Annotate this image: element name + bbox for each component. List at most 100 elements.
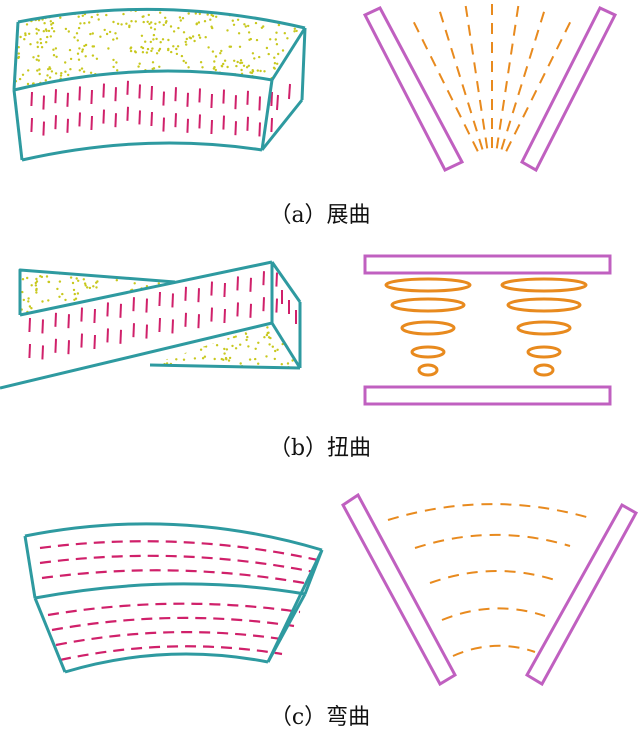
- liquid-crystal-dot: [109, 273, 113, 276]
- liquid-crystal-dot: [27, 69, 30, 72]
- panel-b-twist: （b）扭曲: [0, 254, 612, 461]
- director-dash: [138, 84, 141, 99]
- panel-a-splay: （a）展曲: [12, 0, 618, 228]
- liquid-crystal-dot: [228, 87, 232, 90]
- twist-director-ellipse: [516, 320, 572, 336]
- liquid-crystal-dot: [44, 28, 48, 31]
- liquid-crystal-dot: [148, 316, 150, 318]
- liquid-crystal-dot: [182, 319, 184, 321]
- twist-block-outline: [0, 260, 302, 390]
- liquid-crystal-dot: [40, 46, 44, 49]
- liquid-crystal-dot: [152, 76, 155, 80]
- liquid-crystal-dot: [156, 288, 159, 291]
- liquid-crystal-dot: [40, 0, 42, 2]
- liquid-crystal-dot: [273, 357, 276, 361]
- liquid-crystal-dot: [128, 24, 131, 27]
- twist-director-ellipse: [500, 277, 588, 293]
- liquid-crystal-dot: [281, 17, 284, 20]
- liquid-crystal-dot: [167, 47, 170, 51]
- liquid-crystal-dot: [175, 358, 178, 361]
- liquid-crystal-dot: [38, 72, 41, 76]
- director-dash: [150, 111, 153, 127]
- bend-director-arc: [387, 503, 591, 521]
- liquid-crystal-dot: [28, 32, 31, 35]
- liquid-crystal-dot: [103, 1, 105, 3]
- liquid-crystal-dot: [125, 22, 128, 25]
- liquid-crystal-dot: [169, 77, 173, 81]
- liquid-crystal-dot: [297, 81, 300, 85]
- liquid-crystal-dot: [233, 59, 236, 62]
- liquid-crystal-dot: [199, 328, 202, 332]
- liquid-crystal-dot: [121, 295, 124, 298]
- liquid-crystal-dot: [141, 270, 145, 273]
- liquid-crystal-dot: [167, 353, 170, 356]
- director-dash: [262, 297, 265, 312]
- liquid-crystal-dot: [220, 0, 222, 2]
- director-dash: [102, 109, 105, 124]
- liquid-crystal-dot: [97, 18, 100, 21]
- director-dash: [28, 317, 31, 333]
- bend-director-curve: [47, 602, 301, 617]
- liquid-crystal-dot: [133, 50, 137, 53]
- liquid-crystal-dot: [257, 5, 259, 7]
- director-dash: [119, 303, 122, 318]
- liquid-crystal-dot: [222, 81, 226, 85]
- liquid-crystal-dot: [153, 333, 156, 337]
- liquid-crystal-dot: [259, 69, 262, 73]
- liquid-crystal-dot: [194, 12, 197, 15]
- liquid-crystal-dot: [72, 288, 76, 292]
- liquid-crystal-dot: [80, 67, 84, 70]
- liquid-crystal-dot: [241, 323, 244, 324]
- liquid-crystal-dot: [65, 90, 67, 92]
- liquid-crystal-dot: [188, 319, 190, 321]
- liquid-crystal-dot: [30, 14, 33, 17]
- liquid-crystal-dot: [207, 46, 210, 49]
- liquid-crystal-dot: [215, 344, 219, 347]
- liquid-crystal-dot: [158, 65, 161, 69]
- liquid-crystal-dot: [25, 23, 29, 26]
- liquid-crystal-dot: [177, 26, 180, 30]
- liquid-crystal-dot: [176, 45, 180, 48]
- liquid-crystal-dot: [90, 15, 94, 19]
- liquid-crystal-dot: [36, 45, 39, 49]
- liquid-crystal-dot: [86, 286, 89, 289]
- liquid-crystal-dot: [247, 345, 250, 348]
- liquid-crystal-dot: [267, 52, 270, 56]
- liquid-crystal-dot: [188, 36, 191, 39]
- liquid-crystal-dot: [169, 25, 173, 28]
- liquid-crystal-dot: [231, 323, 234, 326]
- liquid-crystal-dot: [275, 31, 278, 34]
- liquid-crystal-dot: [204, 36, 207, 39]
- liquid-crystal-dot: [135, 316, 137, 318]
- liquid-crystal-dot: [17, 46, 20, 49]
- liquid-crystal-dot: [171, 274, 175, 277]
- liquid-crystal-dot: [197, 330, 200, 333]
- director-dash: [197, 288, 200, 303]
- liquid-crystal-dot: [152, 38, 155, 41]
- liquid-crystal-dot: [112, 20, 115, 24]
- liquid-crystal-dot: [291, 13, 294, 16]
- liquid-crystal-dot: [187, 12, 190, 15]
- liquid-crystal-dot: [32, 56, 35, 59]
- liquid-crystal-dot: [154, 341, 157, 345]
- liquid-crystal-dot: [154, 0, 156, 2]
- director-dash: [197, 314, 200, 329]
- liquid-crystal-dot: [299, 57, 302, 60]
- liquid-crystal-dot: [50, 70, 54, 73]
- director-dash: [54, 115, 57, 130]
- director-dash: [210, 281, 213, 296]
- director-dash: [106, 302, 109, 317]
- liquid-crystal-dot: [289, 71, 292, 74]
- liquid-crystal-dot: [278, 9, 282, 12]
- liquid-crystal-dot: [164, 340, 167, 344]
- liquid-crystal-dot: [165, 286, 168, 289]
- liquid-crystal-dot: [60, 72, 63, 75]
- liquid-crystal-dot: [178, 323, 181, 325]
- liquid-crystal-dot: [49, 0, 51, 2]
- liquid-crystal-dot: [206, 81, 209, 85]
- liquid-crystal-dot: [273, 11, 276, 14]
- liquid-crystal-dot: [155, 354, 158, 358]
- liquid-crystal-dot: [195, 23, 198, 26]
- liquid-crystal-dot: [291, 91, 293, 93]
